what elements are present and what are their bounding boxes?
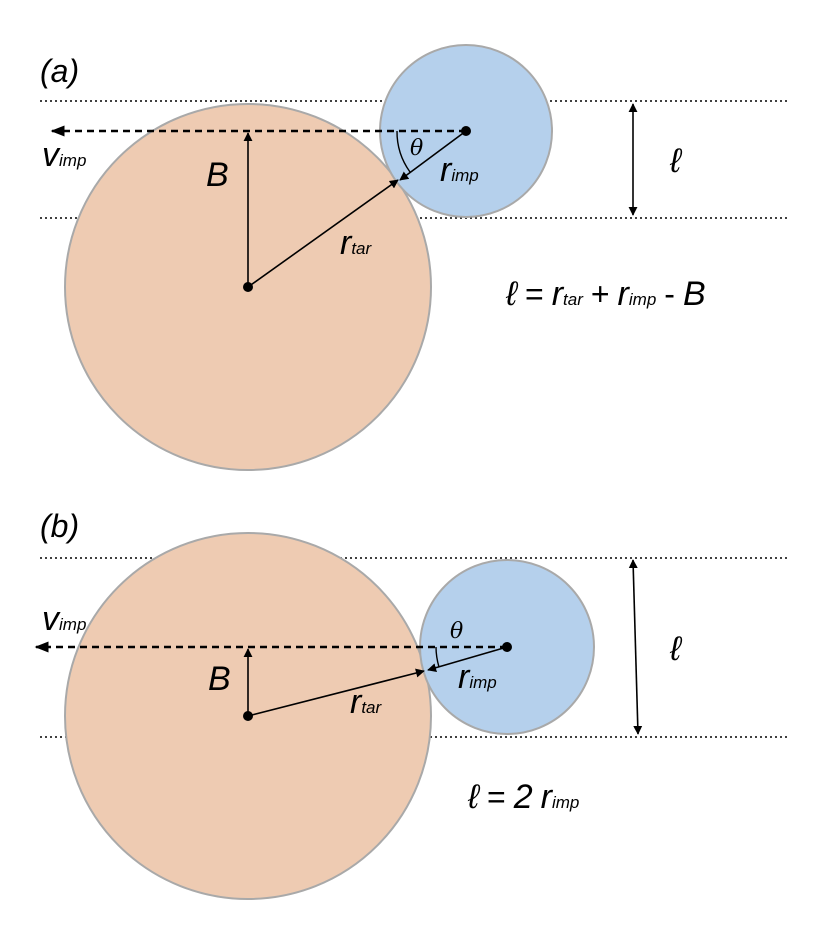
panel-b-r-imp-arrow	[427, 646, 508, 673]
panel-a: (a) vimp B θ rimp rtar ℓ ℓ=rtar+rimp-B	[40, 44, 790, 471]
panel-a-r-imp-label: rimp	[440, 151, 479, 189]
panel-b-ell-label: ℓ	[669, 630, 683, 668]
panel-b-ell-arrow	[628, 559, 643, 735]
panel-a-ell-label: ℓ	[669, 142, 683, 180]
panel-b-r-imp-label: rimp	[458, 658, 497, 696]
panel-a-target-center	[243, 282, 253, 292]
panel-a-r-tar-arrow	[247, 179, 399, 288]
panel-a-r-imp-arrow	[399, 130, 467, 181]
panel-b-r-tar-label: rtar	[350, 683, 383, 721]
panel-b-target-center	[243, 711, 253, 721]
panel-b-theta-label: θ	[450, 619, 463, 644]
panel-b-label: (b)	[40, 508, 79, 544]
panel-a-equation: ℓ=rtar+rimp-B	[505, 275, 706, 313]
panel-b-r-tar-arrow	[247, 668, 425, 717]
panel-a-impactor-center	[461, 126, 471, 136]
panel-a-theta-label: θ	[410, 136, 423, 161]
panel-b-theta-arc	[435, 646, 440, 668]
panel-b-B-label: B	[208, 660, 231, 698]
panel-a-r-tar-label: rtar	[340, 224, 373, 262]
panel-b-v-imp-label: vimp	[42, 600, 86, 638]
panel-a-B-label: B	[206, 156, 229, 194]
panel-a-v-imp-label: vimp	[42, 136, 86, 174]
panel-a-label: (a)	[40, 53, 79, 89]
panel-b-impactor-center	[502, 642, 512, 652]
panel-a-theta-arc	[396, 130, 411, 173]
